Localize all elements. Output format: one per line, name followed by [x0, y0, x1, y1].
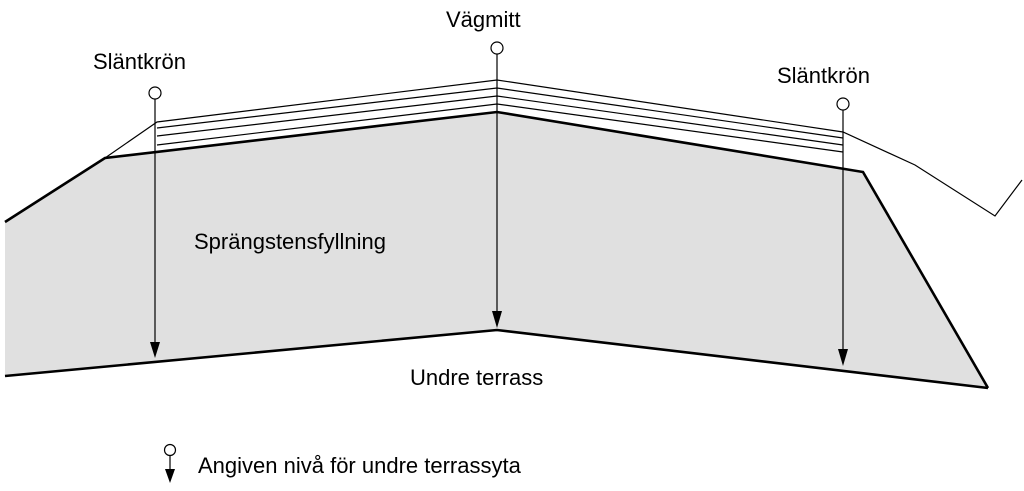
label-lower-terrace: Undre terrass: [410, 365, 544, 390]
label-slope-crest-right: Släntkrön: [777, 63, 870, 88]
label-road-center: Vägmitt: [446, 7, 521, 32]
level-marker-right: [836, 97, 850, 366]
level-marker-left: [148, 86, 162, 358]
label-rock-fill: Sprängstensfyllning: [194, 229, 387, 254]
label-slope-crest-left: Släntkrön: [93, 49, 186, 74]
lower-terrace-line: [4, 328, 989, 390]
legend-marker-icon: [163, 443, 177, 483]
legend-text: Angiven nivå för undre terrassyta: [198, 453, 521, 478]
level-marker-center: [490, 41, 504, 328]
